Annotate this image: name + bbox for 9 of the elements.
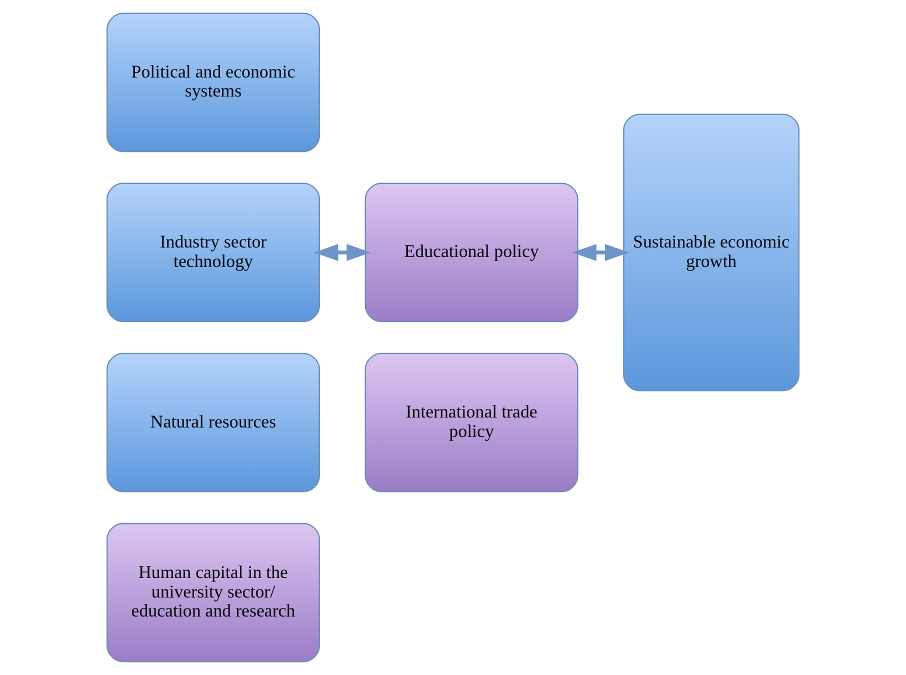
node-box: International trade policy <box>364 352 578 492</box>
arrow <box>314 244 371 261</box>
node-box: Educational policy <box>364 182 578 322</box>
node-box: Human capital in the university sector/ education and research <box>106 522 320 662</box>
arrow <box>572 244 630 261</box>
node-box: Industry sector technology <box>106 182 320 322</box>
node-box: Sustainable economic growth <box>623 114 800 392</box>
node-box: Political and economic systems <box>106 12 320 152</box>
node-box: Natural resources <box>106 352 320 492</box>
